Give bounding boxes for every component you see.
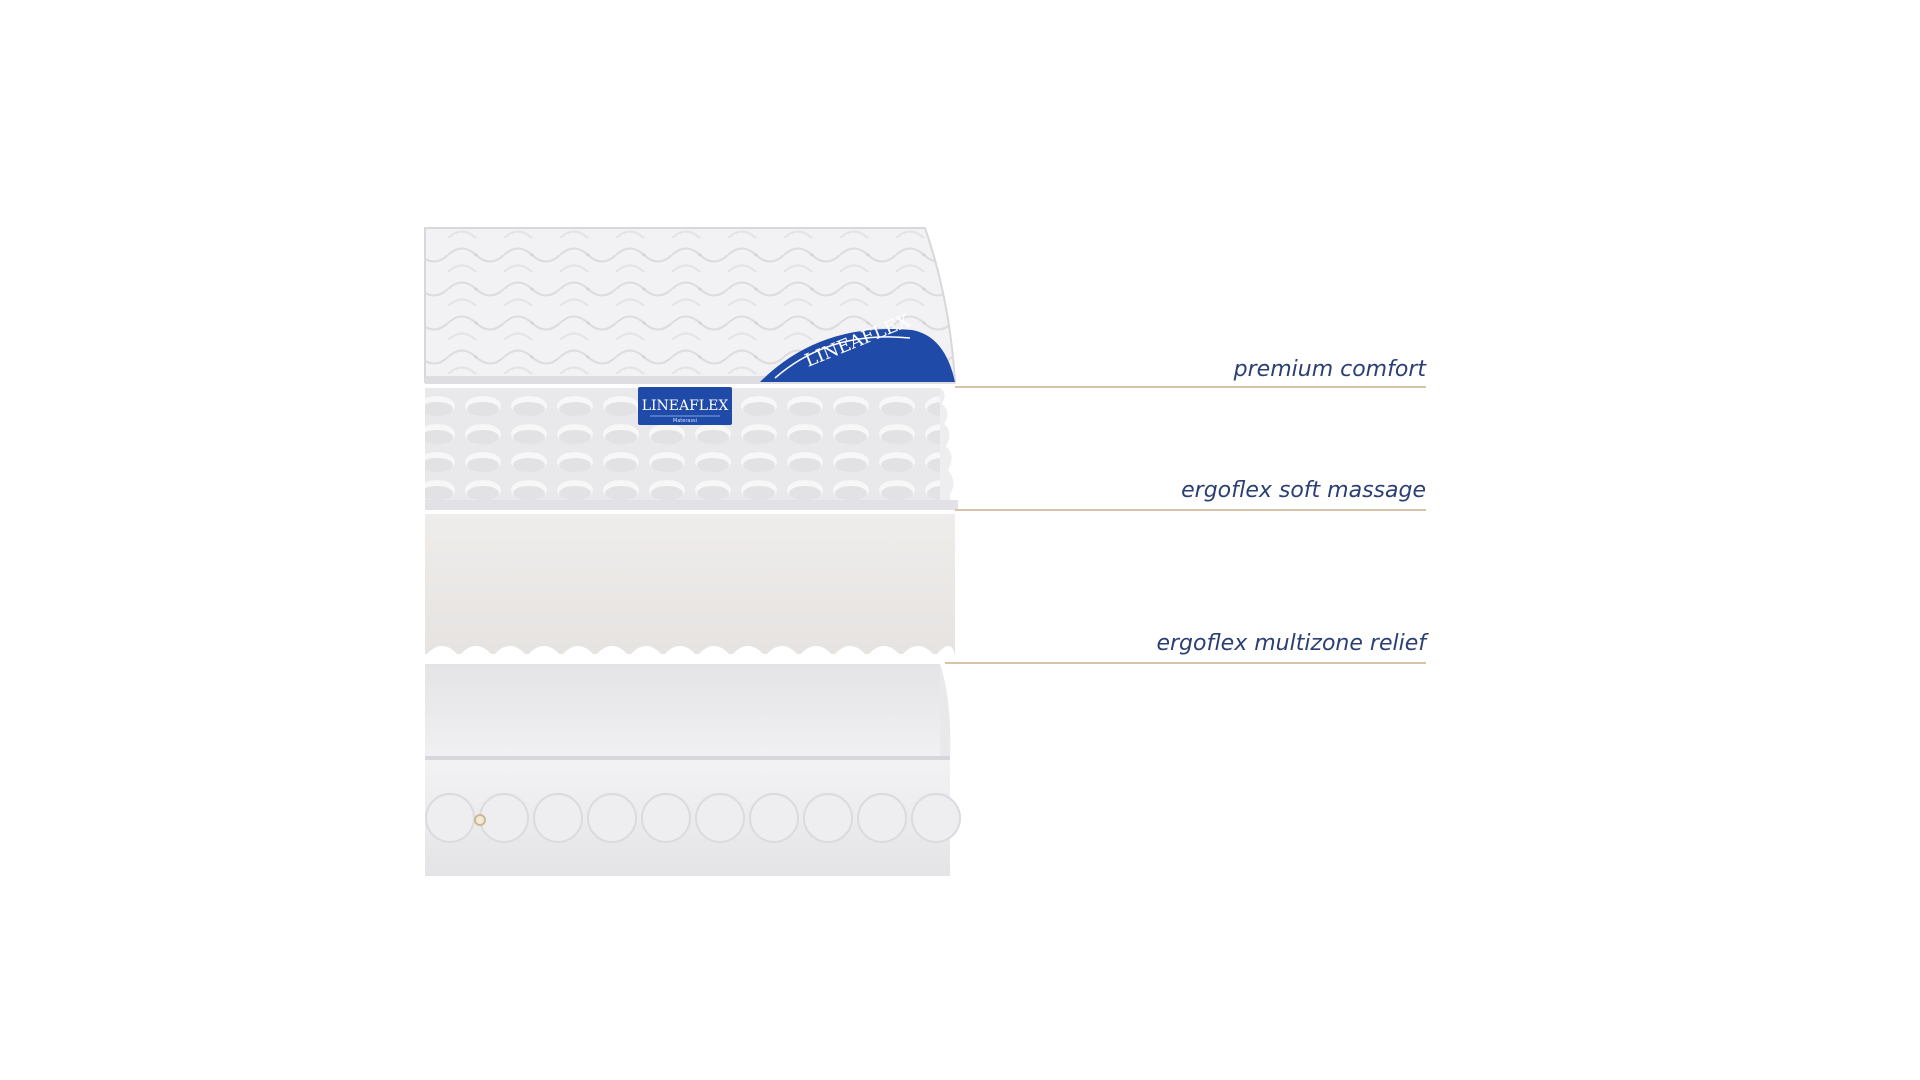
base-emboss-circle bbox=[803, 793, 853, 843]
brand-tag-text: LINEAFLEX bbox=[642, 398, 729, 414]
base-emboss-circle bbox=[695, 793, 745, 843]
base-emboss-circle bbox=[641, 793, 691, 843]
layer-label-soft-massage: ergoflex soft massage bbox=[1181, 478, 1426, 503]
brand-corner-label bbox=[760, 329, 955, 382]
base-emboss-circle bbox=[749, 793, 799, 843]
base-emboss-circle bbox=[587, 793, 637, 843]
air-vent bbox=[474, 814, 486, 826]
base-emboss-circle bbox=[425, 793, 475, 843]
base-emboss-circle bbox=[857, 793, 907, 843]
base-emboss-circle bbox=[533, 793, 583, 843]
leader-lines bbox=[945, 386, 1426, 664]
top-cover-layer: LINEAFLEX bbox=[424, 227, 957, 384]
soft-massage-layer: LINEAFLEX Materassi bbox=[425, 387, 958, 510]
multizone-relief-layer bbox=[425, 514, 955, 664]
layer-label-multizone-relief: ergoflex multizone relief bbox=[1156, 631, 1426, 656]
base-emboss-circle bbox=[911, 793, 961, 843]
mattress-base bbox=[425, 664, 961, 876]
base-emboss-circle bbox=[479, 793, 529, 843]
layer-label-premium-comfort: premium comfort bbox=[1233, 357, 1426, 382]
brand-tag-subtext: Materassi bbox=[673, 418, 697, 424]
